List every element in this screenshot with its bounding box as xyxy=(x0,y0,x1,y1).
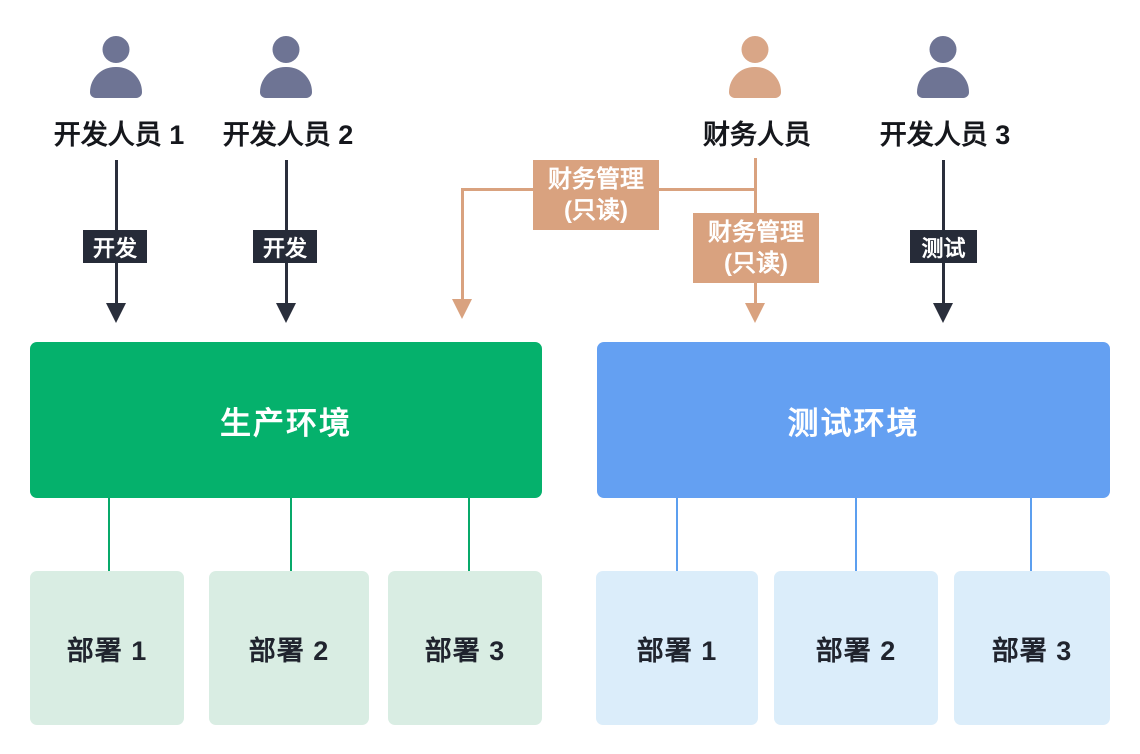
environment-box-test: 测试环境 xyxy=(597,342,1110,498)
user-icon-torso xyxy=(90,67,142,98)
arrowhead-dev1 xyxy=(106,303,126,323)
connector-prod-deploy1 xyxy=(108,498,110,571)
arrowhead-finance-branch xyxy=(452,299,472,319)
user-icon-torso xyxy=(917,67,969,98)
actor-label-developer-1: 开发人员 1 xyxy=(53,120,185,150)
user-icon-head xyxy=(929,36,957,63)
finance-badge-line2: (只读) xyxy=(724,250,788,277)
deployment-box-test-2: 部署 2 xyxy=(774,571,938,725)
arrow-line-finance-branch-vertical xyxy=(461,188,464,300)
user-icon-head xyxy=(741,36,769,63)
arrowhead-dev2 xyxy=(276,303,296,323)
user-icon-head xyxy=(102,36,130,63)
deployment-box-prod-2: 部署 2 xyxy=(209,571,369,725)
finance-user-icon xyxy=(727,36,783,98)
user-icon xyxy=(88,36,144,98)
arrowhead-dev3 xyxy=(933,303,953,323)
finance-badge-line2: (只读) xyxy=(564,197,628,224)
user-icon-head xyxy=(272,36,300,63)
user-icon-torso xyxy=(729,67,781,98)
user-icon xyxy=(915,36,971,98)
user-icon xyxy=(258,36,314,98)
connector-prod-deploy2 xyxy=(290,498,292,571)
actor-label-finance: 财务人员 xyxy=(703,120,811,150)
finance-badge-line1: 财务管理 xyxy=(548,165,644,193)
finance-badge-line1: 财务管理 xyxy=(708,218,804,246)
deployment-box-test-1: 部署 1 xyxy=(596,571,758,725)
connector-test-deploy1 xyxy=(676,498,678,571)
arrowhead-finance-main xyxy=(745,303,765,323)
user-icon-torso xyxy=(260,67,312,98)
edge-badge-develop-2: 开发 xyxy=(253,230,317,263)
environment-box-production: 生产环境 xyxy=(30,342,542,498)
deployment-box-prod-3: 部署 3 xyxy=(388,571,542,725)
deployment-box-prod-1: 部署 1 xyxy=(30,571,184,725)
edge-badge-develop-1: 开发 xyxy=(83,230,147,263)
connector-prod-deploy3 xyxy=(468,498,470,571)
actor-label-developer-2: 开发人员 2 xyxy=(222,120,354,150)
actor-label-developer-3: 开发人员 3 xyxy=(879,120,1011,150)
connector-test-deploy2 xyxy=(855,498,857,571)
connector-test-deploy3 xyxy=(1030,498,1032,571)
edge-badge-finance-readonly-main: 财务管理 (只读) xyxy=(693,213,819,283)
edge-badge-test: 测试 xyxy=(910,230,977,263)
edge-badge-finance-readonly-branch: 财务管理 (只读) xyxy=(533,160,659,230)
deployment-box-test-3: 部署 3 xyxy=(954,571,1110,725)
